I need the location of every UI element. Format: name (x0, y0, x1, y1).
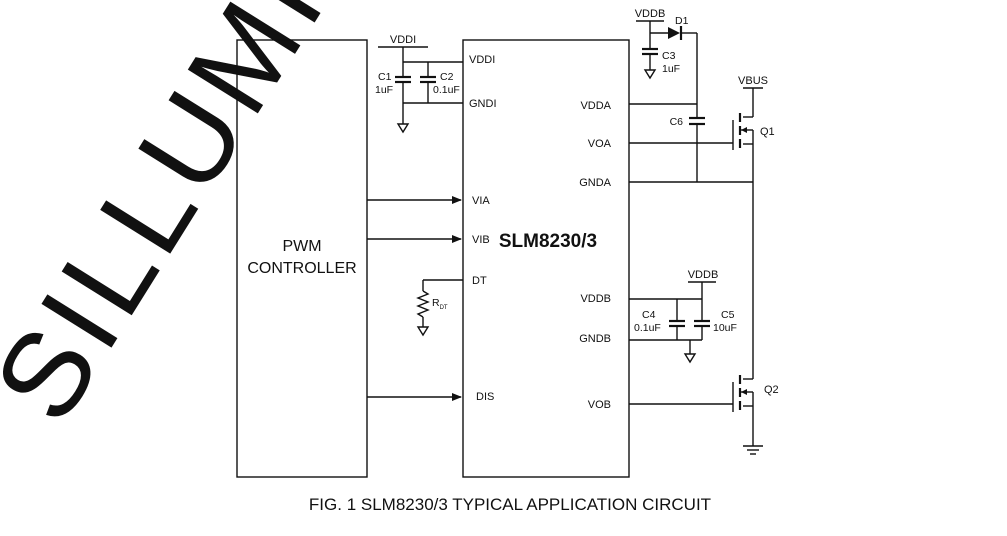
pin-dis: DIS (476, 391, 494, 403)
pin-vddi: VDDI (469, 54, 495, 66)
watermark: SILLUMIN (0, 0, 401, 444)
c1-value: 1uF (375, 84, 393, 96)
q1-label: Q1 (760, 126, 775, 138)
c1-name: C1 (378, 71, 392, 83)
driver-chip-block (462, 39, 630, 478)
supply-vddb-mid-label: VDDB (688, 269, 719, 281)
rdt-resistor (416, 279, 463, 337)
c2-name: C2 (440, 71, 454, 83)
pin-vdda: VDDA (580, 100, 611, 112)
c2-value: 0.1uF (433, 84, 460, 96)
high-side-supply-net (629, 103, 753, 183)
q1-mosfet (732, 87, 763, 182)
pwm-controller-block (236, 39, 368, 478)
c5-name: C5 (721, 309, 735, 321)
q2-label: Q2 (764, 384, 779, 396)
pin-vib: VIB (472, 234, 490, 246)
c5-value: 10uF (713, 322, 737, 334)
pin-gndi: GNDI (469, 98, 497, 110)
d1-label: D1 (675, 15, 689, 27)
figure-caption: FIG. 1 SLM8230/3 TYPICAL APPLICATION CIR… (309, 495, 711, 514)
controller-label-line2: CONTROLLER (247, 260, 356, 277)
controller-label-line1: PWM (282, 238, 321, 255)
pin-gnda: GNDA (579, 177, 611, 189)
pin-gndb: GNDB (579, 333, 611, 345)
vddb-decoupling (629, 281, 716, 364)
bootstrap-diode-network (636, 20, 698, 118)
chip-name: SLM8230/3 (499, 231, 597, 252)
c3-value: 1uF (662, 63, 680, 75)
c4-value: 0.1uF (634, 322, 661, 334)
pin-dt: DT (472, 275, 487, 287)
c6-label: C6 (670, 116, 684, 128)
supply-vddb-top-label: VDDB (635, 8, 666, 20)
supply-vddi-label: VDDI (390, 34, 416, 46)
supply-vbus-label: VBUS (738, 75, 768, 87)
c3-name: C3 (662, 50, 676, 62)
vddi-decoupling (378, 46, 463, 134)
pin-via: VIA (472, 195, 490, 207)
pin-voa: VOA (588, 138, 612, 150)
q2-mosfet (629, 375, 763, 455)
pin-vob: VOB (588, 399, 611, 411)
rdt-label: RDT (432, 297, 448, 311)
pin-vddb: VDDB (580, 293, 611, 305)
c4-name: C4 (642, 309, 656, 321)
